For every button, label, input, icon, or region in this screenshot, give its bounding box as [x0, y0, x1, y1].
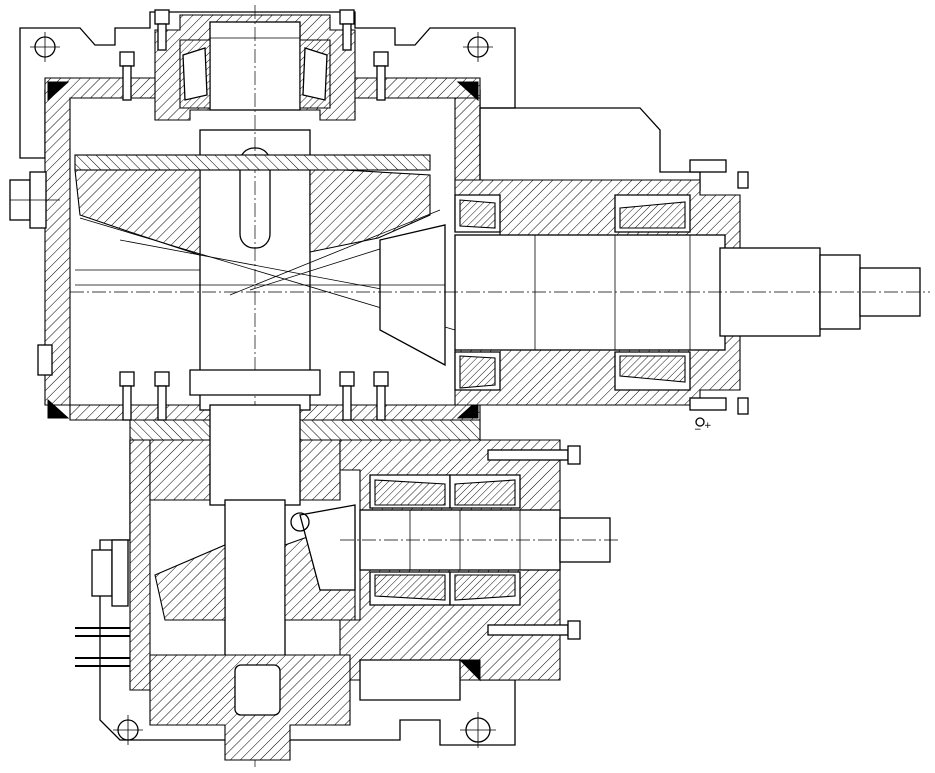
tapered-roller-bearing-icon	[299, 39, 331, 109]
weld-corner-bottom	[458, 659, 481, 682]
hex-bolt-icon	[154, 9, 170, 51]
mounting-hole-icon	[460, 712, 496, 748]
mounting-hole-icon	[30, 32, 60, 62]
output-cover-outline	[479, 107, 701, 191]
hex-bolt-icon	[9, 171, 60, 229]
hex-bolt-icon	[487, 620, 581, 640]
tapered-roller-bearing-icon	[454, 351, 501, 391]
bottom-shaft-end	[234, 664, 281, 716]
output-shaft-body	[454, 234, 726, 351]
mounting-hole-icon	[290, 512, 310, 532]
shaft-collar	[189, 369, 321, 396]
lower-stage-housing	[75, 404, 620, 761]
mounting-hole-icon	[113, 715, 143, 745]
hex-bolt-icon	[119, 371, 135, 421]
housing-lower-rib	[129, 419, 481, 441]
hex-bolt-icon	[373, 371, 389, 421]
right-output-assembly: − +	[70, 107, 930, 435]
lower-pinion-cone	[299, 504, 356, 591]
bevel-gear-icon	[74, 167, 201, 256]
tapered-roller-bearing-icon	[369, 474, 451, 509]
hex-bolt-icon	[487, 445, 581, 465]
plus-marker: +	[704, 421, 712, 431]
housing-right-wall-upper	[454, 97, 481, 191]
tapered-roller-bearing-icon	[179, 39, 211, 109]
tapered-roller-bearing-icon	[369, 571, 451, 606]
weld-corner-bl	[47, 398, 70, 419]
weld-corner-tl	[47, 81, 70, 102]
level-indicator-icon	[695, 417, 705, 427]
hex-bolt-icon	[119, 51, 135, 101]
lower-shaft-upper	[209, 404, 301, 506]
hex-bolt-icon	[154, 371, 170, 421]
minus-marker: −	[694, 425, 702, 435]
housing-left-wall	[44, 77, 481, 406]
bevel-gear-right-half	[309, 167, 431, 253]
vertical-shaft-assembly	[74, 5, 456, 768]
hex-bolt-icon	[689, 159, 749, 189]
mounting-hole-icon	[463, 32, 493, 62]
tapered-roller-bearing-icon	[449, 571, 521, 606]
hex-bolt-icon	[339, 9, 355, 51]
tapered-roller-bearing-icon	[614, 351, 691, 391]
drain-plug	[37, 344, 53, 376]
tapered-roller-bearing-icon	[454, 194, 501, 233]
hex-bolt-icon	[373, 51, 389, 101]
hex-bolt-icon	[339, 371, 355, 421]
gear-hub-ring	[74, 154, 431, 171]
tapered-roller-bearing-icon	[614, 194, 691, 233]
weld-corner-tr	[456, 81, 479, 102]
bevel-gear-icon	[154, 544, 226, 621]
hex-bolt-icon	[689, 397, 749, 415]
tapered-roller-bearing-icon	[449, 474, 521, 509]
hex-bolt-icon	[91, 539, 129, 607]
lower-left-wall	[129, 439, 151, 691]
pinion-cone	[379, 224, 446, 367]
bottom-spacer	[359, 659, 461, 701]
